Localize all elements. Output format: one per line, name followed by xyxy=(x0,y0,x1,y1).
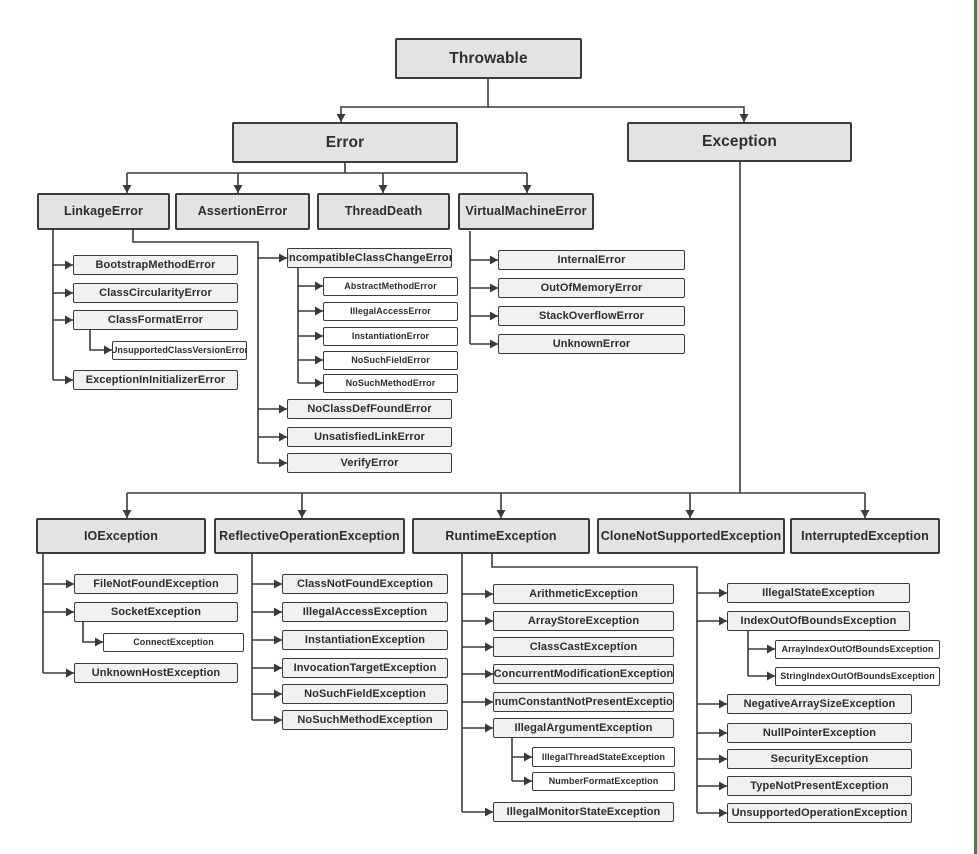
node-array-index-out-of-bounds-exception: ArrayIndexOutOfBoundsException xyxy=(775,640,940,659)
node-string-index-out-of-bounds-exception: StringIndexOutOfBoundsException xyxy=(775,667,940,686)
node-linkage-error: LinkageError xyxy=(37,193,170,230)
node-class-cast-exception: ClassCastException xyxy=(493,637,674,657)
node-no-such-field-exception: NoSuchFieldException xyxy=(282,684,448,704)
node-enum-constant-not-present-exception: EnumConstantNotPresentException xyxy=(493,692,674,712)
node-clone-not-supported-exception: CloneNotSupportedException xyxy=(597,518,785,554)
node-class-circularity-error: ClassCircularityError xyxy=(73,283,238,303)
node-illegal-state-exception: IllegalStateException xyxy=(727,583,910,603)
node-io-exception: IOException xyxy=(36,518,206,554)
node-negative-array-size-exception: NegativeArraySizeException xyxy=(727,694,912,714)
node-error: Error xyxy=(232,122,458,163)
node-illegal-monitor-state-exception: IllegalMonitorStateException xyxy=(493,802,674,822)
node-illegal-access-error: IllegalAccessError xyxy=(323,302,458,321)
node-thread-death: ThreadDeath xyxy=(317,193,450,230)
node-security-exception: SecurityException xyxy=(727,749,912,769)
node-concurrent-modification-exception: ConcurrentModificationException xyxy=(493,664,674,684)
node-instantiation-exception: InstantiationException xyxy=(282,630,448,650)
node-interrupted-exception: InterruptedException xyxy=(790,518,940,554)
node-number-format-exception: NumberFormatException xyxy=(532,772,675,791)
node-invocation-target-exception: InvocationTargetException xyxy=(282,658,448,678)
node-no-such-field-error: NoSuchFieldError xyxy=(323,351,458,370)
node-bootstrap-method-error: BootstrapMethodError xyxy=(73,255,238,275)
page-edge-line xyxy=(974,0,977,854)
node-verify-error: VerifyError xyxy=(287,453,452,473)
node-class-format-error: ClassFormatError xyxy=(73,310,238,330)
node-stack-overflow-error: StackOverflowError xyxy=(498,306,685,326)
node-socket-exception: SocketException xyxy=(74,602,238,622)
node-null-pointer-exception: NullPointerException xyxy=(727,723,912,743)
node-instantiation-error: InstantiationError xyxy=(323,327,458,346)
node-no-class-def-found-error: NoClassDefFoundError xyxy=(287,399,452,419)
node-illegal-argument-exception: IllegalArgumentException xyxy=(493,718,674,738)
node-internal-error: InternalError xyxy=(498,250,685,270)
node-no-such-method-exception: NoSuchMethodException xyxy=(282,710,448,730)
node-no-such-method-error: NoSuchMethodError xyxy=(323,374,458,393)
node-connect-exception: ConnectException xyxy=(103,633,244,652)
node-array-store-exception: ArrayStoreException xyxy=(493,611,674,631)
node-assertion-error: AssertionError xyxy=(175,193,310,230)
node-throwable: Throwable xyxy=(395,38,582,79)
node-abstract-method-error: AbstractMethodError xyxy=(323,277,458,296)
node-exception-in-initializer-error: ExceptionInInitializerError xyxy=(73,370,238,390)
node-unsupported-class-version-error: UnsupportedClassVersionError xyxy=(112,341,247,360)
node-arithmetic-exception: ArithmeticException xyxy=(493,584,674,604)
node-unknown-host-exception: UnknownHostException xyxy=(74,663,238,683)
node-reflective-operation-exception: ReflectiveOperationException xyxy=(214,518,405,554)
node-out-of-memory-error: OutOfMemoryError xyxy=(498,278,685,298)
node-illegal-access-exception: IllegalAccessException xyxy=(282,602,448,622)
node-illegal-thread-state-exception: IllegalThreadStateException xyxy=(532,747,675,767)
node-unsatisfied-link-error: UnsatisfiedLinkError xyxy=(287,427,452,447)
node-file-not-found-exception: FileNotFoundException xyxy=(74,574,238,594)
node-unsupported-operation-exception: UnsupportedOperationException xyxy=(727,803,912,823)
node-class-not-found-exception: ClassNotFoundException xyxy=(282,574,448,594)
node-incompatible-class-change-error: IncompatibleClassChangeError xyxy=(287,248,452,268)
node-runtime-exception: RuntimeException xyxy=(412,518,590,554)
node-type-not-present-exception: TypeNotPresentException xyxy=(727,776,912,796)
node-exception: Exception xyxy=(627,122,852,162)
node-unknown-error: UnknownError xyxy=(498,334,685,354)
node-index-out-of-bounds-exception: IndexOutOfBoundsException xyxy=(727,611,910,631)
node-virtual-machine-error: VirtualMachineError xyxy=(458,193,594,230)
